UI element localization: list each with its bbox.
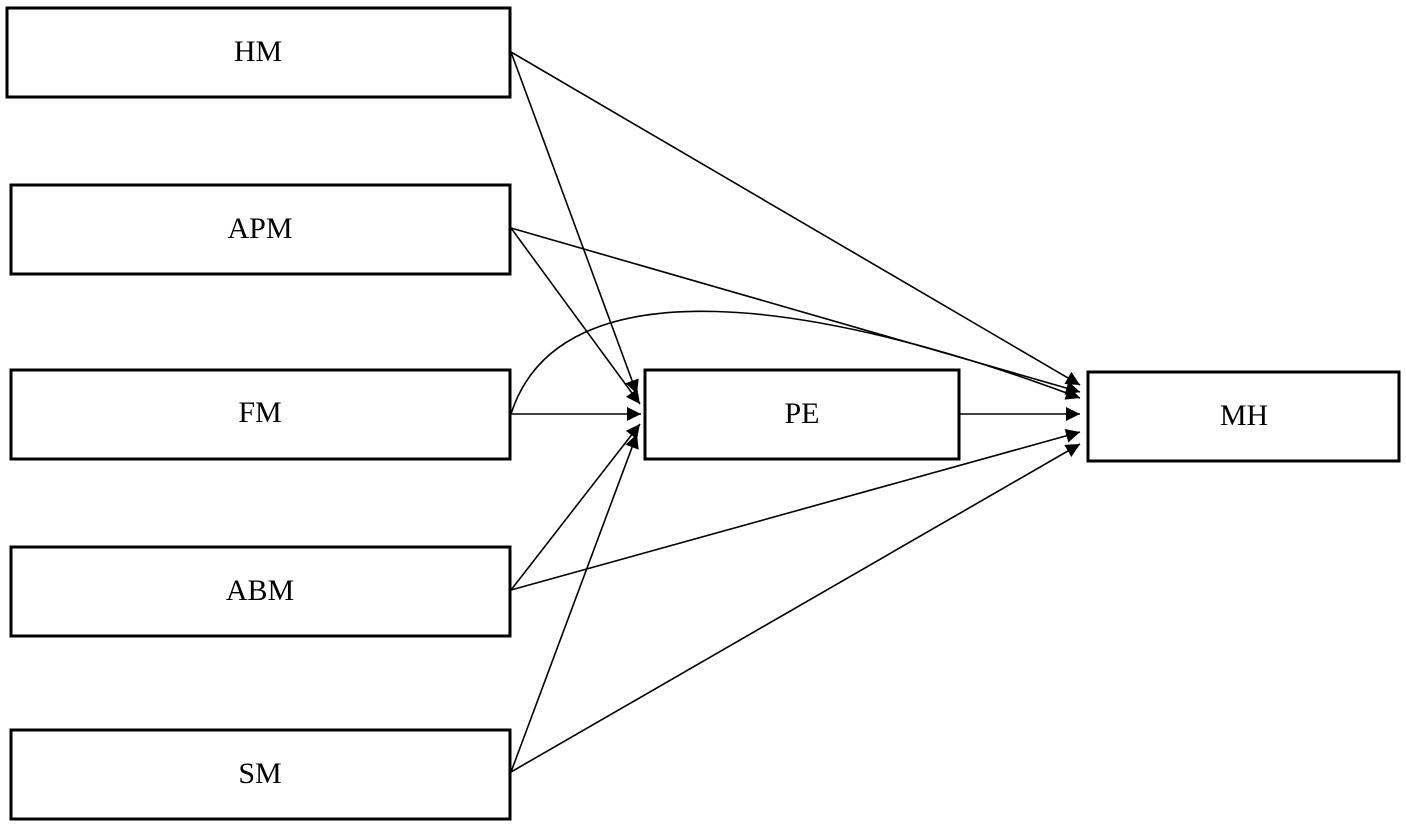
node-sm-label: SM	[238, 757, 281, 790]
node-mh-box	[1086, 370, 1401, 463]
node-mh: MH	[1086, 370, 1401, 463]
node-abm: ABM	[9, 545, 512, 638]
edge-apm-to-pe	[510, 227, 641, 405]
edge-abm-to-pe	[510, 423, 641, 591]
node-pe-box	[643, 368, 961, 461]
node-apm-label: APM	[227, 212, 292, 245]
node-sm: SM	[9, 728, 512, 821]
node-pe: PE	[643, 368, 961, 461]
node-mh-label: MH	[1220, 399, 1268, 432]
edge-sm-to-pe	[510, 433, 639, 773]
node-apm: APM	[9, 183, 512, 276]
edge-hm-to-pe	[510, 51, 639, 395]
node-pe-label: PE	[784, 397, 819, 430]
node-sm-box	[9, 728, 512, 821]
edge-fm-to-mh	[510, 310, 1081, 415]
edge-abm-to-mh	[510, 429, 1081, 591]
node-abm-box	[9, 545, 512, 638]
node-hm-label: HM	[234, 35, 282, 68]
node-fm-label: FM	[238, 396, 281, 429]
edge-sm-to-mh	[510, 443, 1081, 773]
node-apm-box	[9, 183, 512, 276]
node-fm-box	[9, 368, 512, 461]
edge-hm-to-mh	[510, 51, 1081, 386]
node-hm-box	[5, 6, 512, 99]
node-hm: HM	[5, 6, 512, 99]
node-abm-label: ABM	[226, 574, 294, 607]
edges-layer	[510, 51, 1081, 773]
node-fm: FM	[9, 368, 512, 461]
